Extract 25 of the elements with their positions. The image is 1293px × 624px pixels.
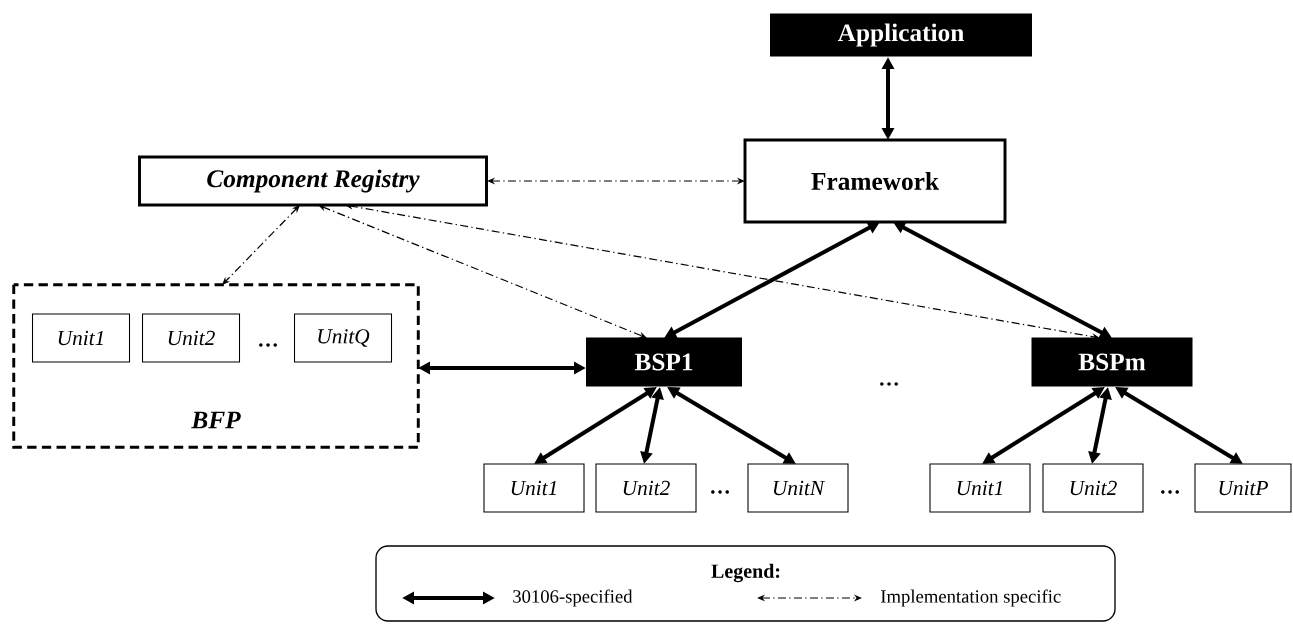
unit-box: UnitN [747, 463, 849, 513]
unit-box: Unit1 [31, 313, 131, 363]
ellipsis: … [880, 382, 898, 386]
legend-text: 30106-specified [513, 589, 633, 607]
arrow [487, 177, 745, 185]
ellipsis: … [259, 343, 277, 347]
process-box: BSPm [1031, 337, 1193, 387]
arrow [345, 203, 1100, 340]
arrow [222, 205, 300, 285]
unit-box: Unit1 [929, 463, 1031, 513]
legend-text: Implementation specific [880, 589, 1061, 607]
ellipsis: … [1161, 490, 1179, 494]
unit-box: Unit1 [483, 463, 585, 513]
process-box: BSP1 [586, 337, 742, 387]
process-box: Framework [743, 138, 1007, 224]
unit-box: UnitQ [293, 313, 393, 363]
unit-box: Unit2 [141, 313, 241, 363]
unit-box: UnitP [1194, 463, 1292, 513]
legend-title: Legend: [711, 563, 780, 583]
unit-box: Unit2 [595, 463, 697, 513]
unit-box: Unit2 [1042, 463, 1144, 513]
ellipsis: … [711, 490, 729, 494]
arrow [318, 204, 647, 339]
process-box: Component Registry [138, 155, 488, 207]
process-box: Application [770, 13, 1032, 57]
